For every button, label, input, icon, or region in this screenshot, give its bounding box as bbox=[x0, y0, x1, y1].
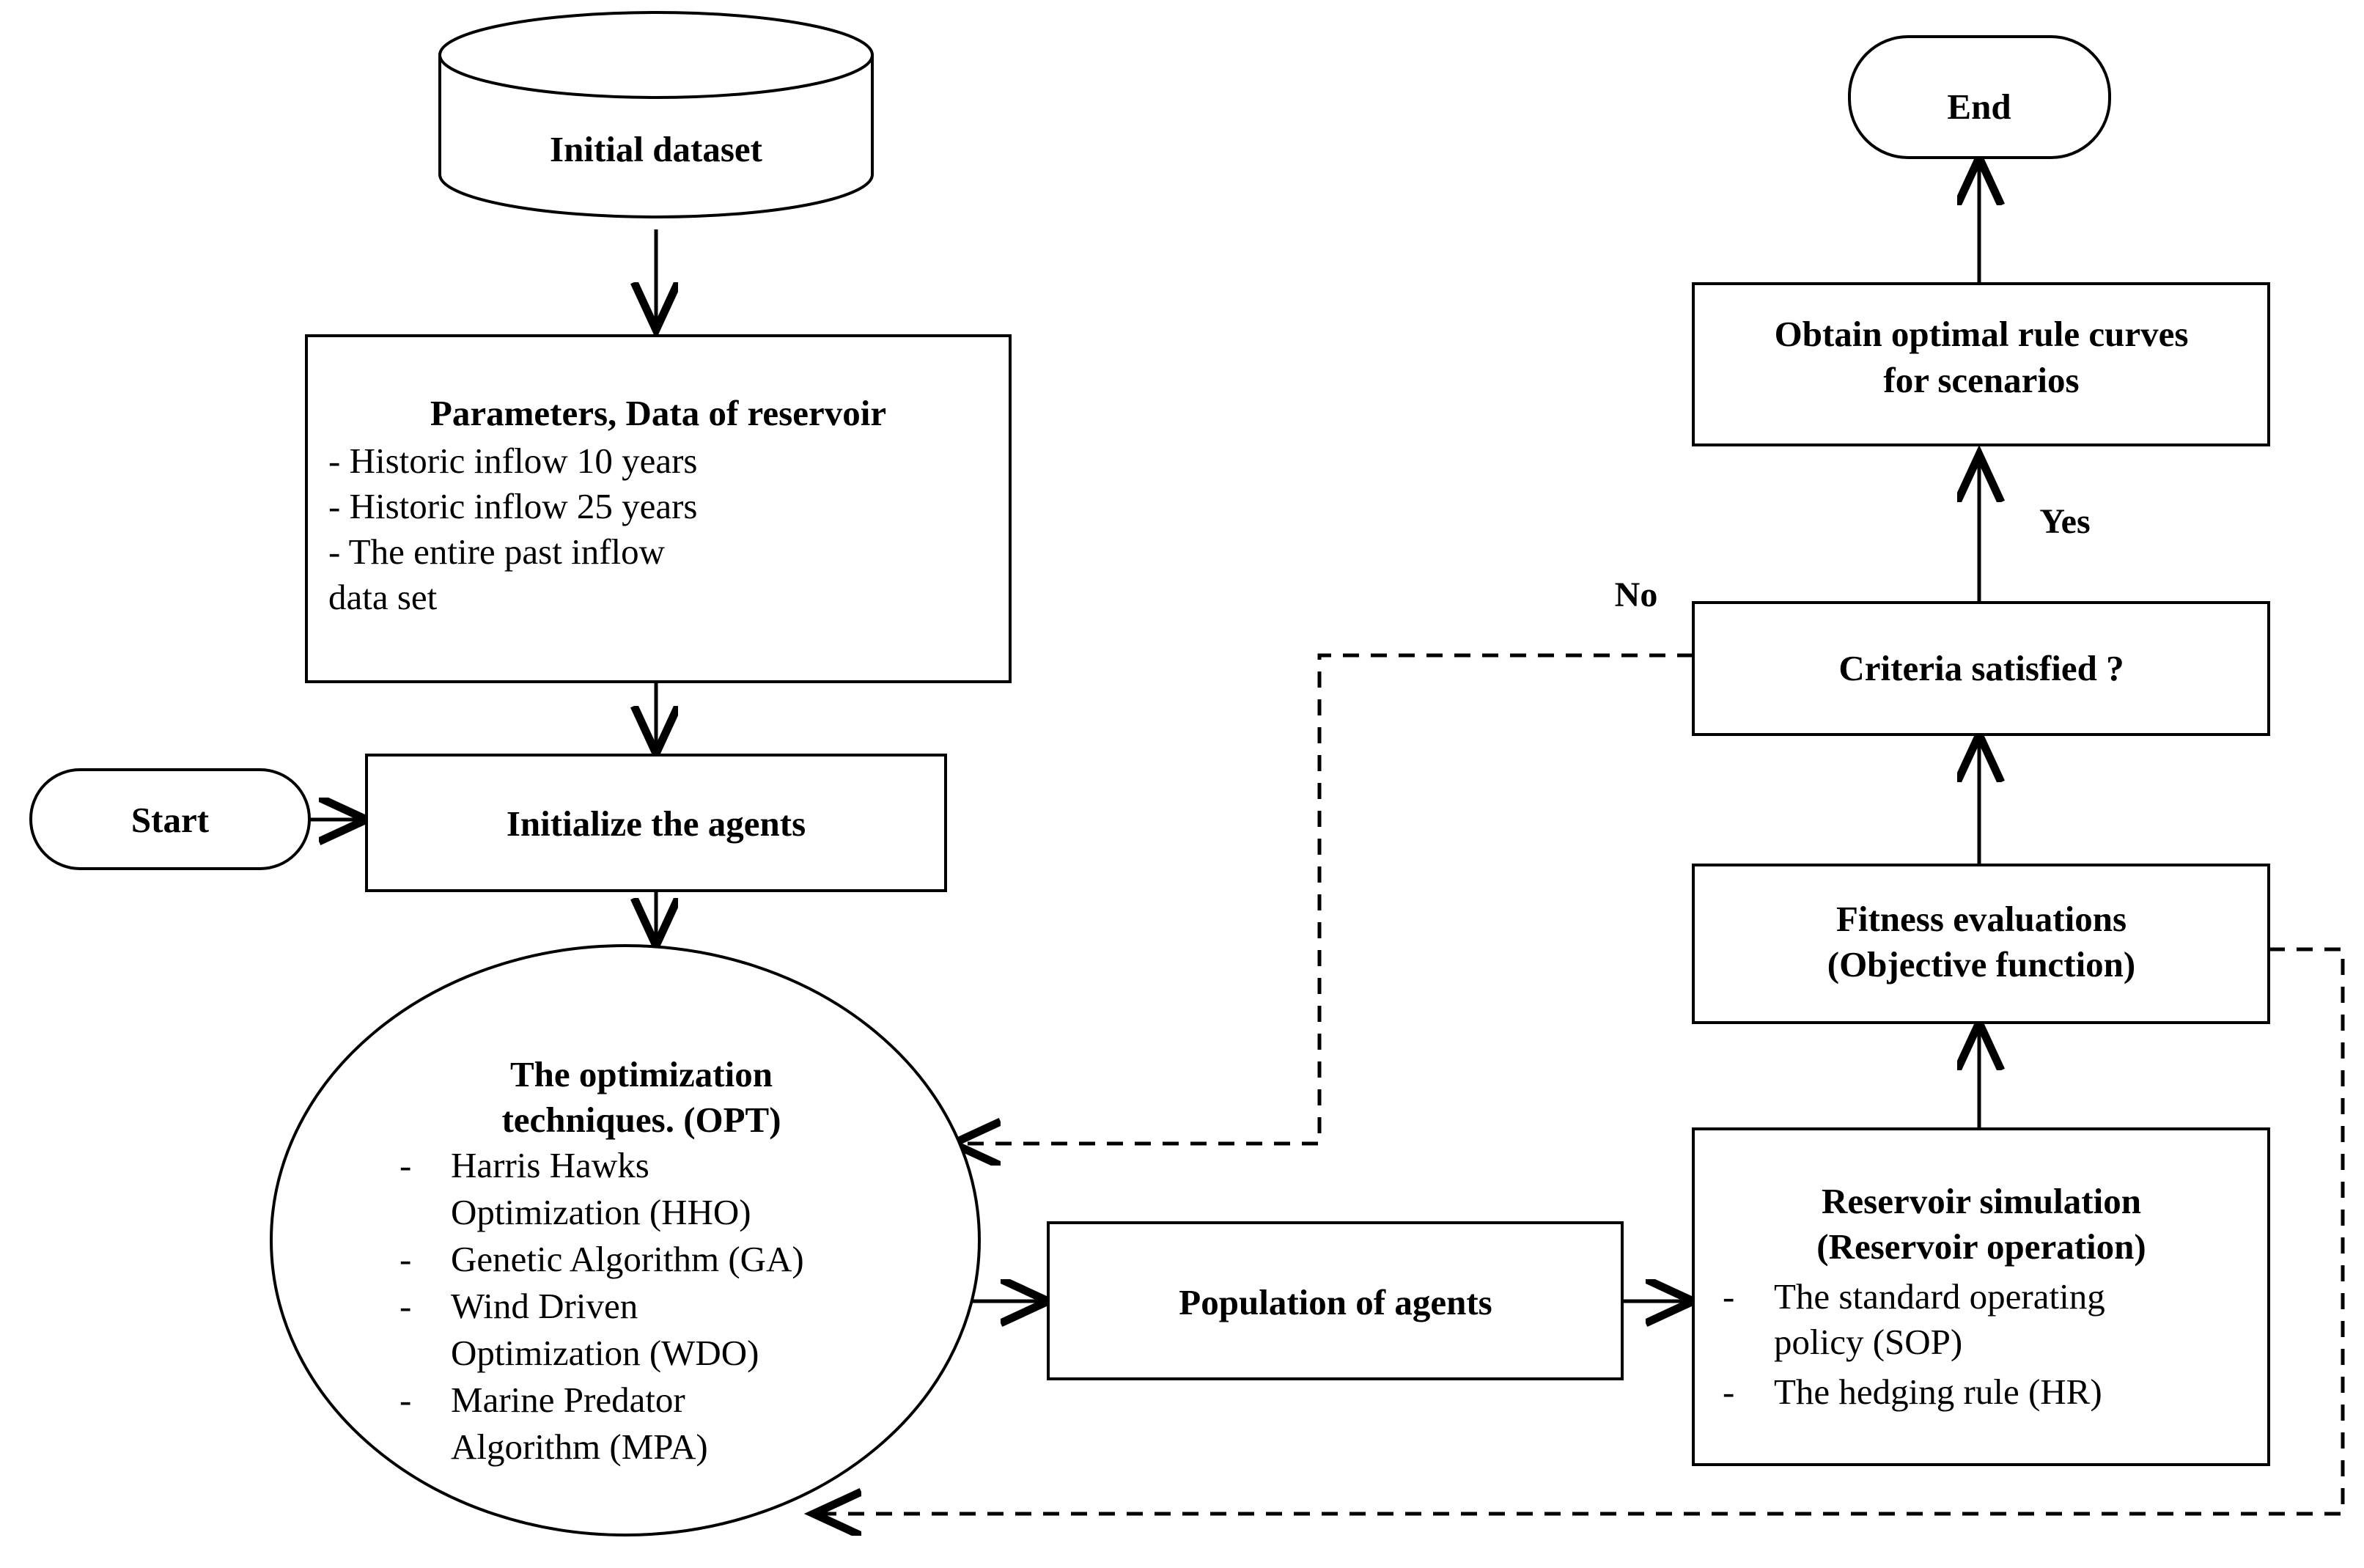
reservoir-title-line2: (Reservoir operation) bbox=[1816, 1226, 2146, 1267]
obtain-line2: for scenarios bbox=[1883, 360, 2079, 400]
obtain-line1: Obtain optimal rule curves bbox=[1775, 314, 2189, 354]
reservoir-item-1-bullet: - bbox=[1723, 1372, 1734, 1412]
edge-label-no: No bbox=[1615, 575, 1658, 614]
optimization-item-2-line2: Optimization (WDO) bbox=[451, 1333, 759, 1373]
node-end[interactable]: End bbox=[1848, 35, 2111, 159]
parameters-item-0: - Historic inflow 10 years bbox=[328, 441, 698, 481]
optimization-item-3-bullet: - bbox=[399, 1380, 411, 1420]
node-reservoir-simulation[interactable]: Reservoir simulation (Reservoir operatio… bbox=[1692, 1127, 2270, 1466]
no-label: No bbox=[1615, 575, 1658, 614]
optimization-item-2-line1: Wind Driven bbox=[451, 1286, 638, 1326]
node-parameters[interactable]: Parameters, Data of reservoir - Historic… bbox=[305, 334, 1012, 683]
reservoir-item-1-line1: The hedging rule (HR) bbox=[1774, 1372, 2102, 1412]
reservoir-item-0-line2: policy (SOP) bbox=[1774, 1322, 1962, 1362]
reservoir-item-0-line1: The standard operating bbox=[1774, 1276, 2105, 1317]
edge-fitness-to-optimization-loop bbox=[814, 947, 2345, 1514]
node-start[interactable]: Start bbox=[29, 768, 311, 870]
optimization-item-0-line2: Optimization (HHO) bbox=[451, 1192, 751, 1232]
optimization-title-line1: The optimization bbox=[510, 1054, 773, 1094]
node-criteria-satisfied[interactable]: Criteria satisfied ? bbox=[1692, 601, 2270, 736]
criteria-label: Criteria satisfied ? bbox=[1838, 648, 2124, 688]
optimization-item-0-line1: Harris Hawks bbox=[451, 1145, 649, 1185]
initial-dataset-label: Initial dataset bbox=[550, 129, 763, 169]
node-fitness-evaluations[interactable]: Fitness evaluations (Objective function) bbox=[1692, 864, 2270, 1024]
parameters-item-3: data set bbox=[328, 577, 438, 617]
optimization-item-3-line2: Algorithm (MPA) bbox=[451, 1427, 708, 1467]
population-label: Population of agents bbox=[1179, 1282, 1492, 1322]
reservoir-title-line1: Reservoir simulation bbox=[1822, 1181, 2141, 1221]
optimization-item-0-bullet: - bbox=[399, 1145, 411, 1185]
node-population-of-agents[interactable]: Population of agents bbox=[1047, 1221, 1624, 1380]
optimization-item-2-bullet: - bbox=[399, 1286, 411, 1326]
node-initialize-agents[interactable]: Initialize the agents bbox=[365, 754, 947, 892]
optimization-item-1-line1: Genetic Algorithm (GA) bbox=[451, 1239, 804, 1279]
parameters-title: Parameters, Data of reservoir bbox=[430, 393, 886, 433]
end-label: End bbox=[1947, 87, 2011, 127]
fitness-line2: (Objective function) bbox=[1827, 944, 2136, 984]
optimization-item-1-bullet: - bbox=[399, 1239, 411, 1279]
parameters-item-1: - Historic inflow 25 years bbox=[328, 486, 698, 526]
optimization-title-line2: techniques. (OPT) bbox=[501, 1100, 781, 1140]
yes-label: Yes bbox=[2039, 502, 2090, 541]
optimization-item-3-line1: Marine Predator bbox=[451, 1380, 685, 1420]
reservoir-item-0-bullet: - bbox=[1723, 1276, 1734, 1317]
edge-label-yes: Yes bbox=[2039, 502, 2090, 541]
node-optimization-techniques[interactable]: The optimization techniques. (OPT) - Har… bbox=[270, 944, 981, 1536]
parameters-item-2: - The entire past inflow bbox=[328, 531, 666, 572]
node-obtain-rule-curves[interactable]: Obtain optimal rule curves for scenarios bbox=[1692, 282, 2270, 446]
node-initial-dataset[interactable]: Initial dataset bbox=[438, 11, 874, 218]
start-label: Start bbox=[131, 800, 210, 840]
edge-criteria-no-to-optimization bbox=[953, 653, 1693, 1144]
initialize-agents-label: Initialize the agents bbox=[507, 803, 806, 844]
fitness-line1: Fitness evaluations bbox=[1836, 899, 2127, 939]
